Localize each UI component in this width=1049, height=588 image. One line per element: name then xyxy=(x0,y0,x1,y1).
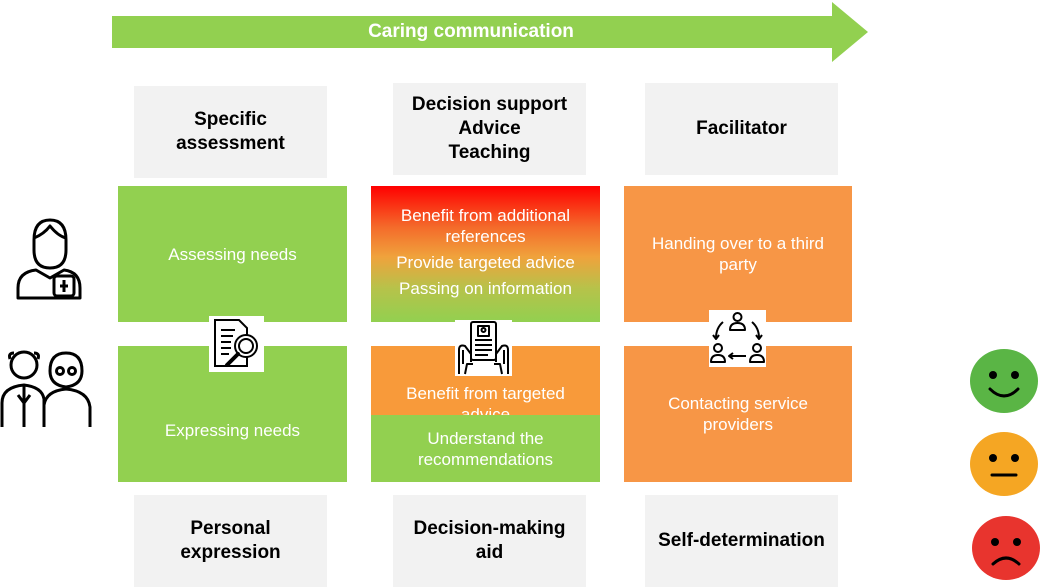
cell-text: Assessing needs xyxy=(168,244,297,264)
cell-assessing-needs: Assessing needs xyxy=(118,186,347,322)
healthcare-professional-icon xyxy=(16,218,82,300)
cell-text: party xyxy=(719,255,757,274)
header-line: Advice xyxy=(458,118,521,139)
footer-line: Personal xyxy=(190,518,271,539)
happy-face-icon xyxy=(970,349,1038,413)
arrow-label: Caring communication xyxy=(368,21,574,42)
cell-text: providers xyxy=(703,415,773,434)
network-cycle-icon xyxy=(710,312,765,363)
cell-benefit-targeted-advice: Benefit from targeted advice xyxy=(371,346,600,424)
header-specific-assessment: Specific assessment xyxy=(134,86,327,178)
tablet-profile-icon xyxy=(458,321,509,375)
cell-text: Benefit from additional xyxy=(400,206,571,225)
caring-communication-arrow xyxy=(112,2,868,62)
header-line: Teaching xyxy=(448,142,531,163)
footer-line: Decision-making xyxy=(413,518,566,539)
neutral-face-icon xyxy=(970,432,1038,496)
cell-text: Provide targeted advice xyxy=(396,253,575,272)
cell-text: recommendations xyxy=(417,449,554,469)
cell-text: Understand the xyxy=(427,428,544,448)
footer-line: Self-determination xyxy=(658,530,825,551)
footer-decision-making-aid: Decision-making aid xyxy=(393,495,586,587)
cell-text: Benefit from targeted xyxy=(406,384,565,403)
footer-line: aid xyxy=(475,542,504,563)
header-facilitator: Facilitator xyxy=(645,83,838,175)
header-line: assessment xyxy=(176,133,285,154)
footer-self-determination: Self-determination xyxy=(645,495,838,587)
sad-face-icon xyxy=(972,516,1040,580)
cell-text: references xyxy=(445,227,526,246)
cell-text: Contacting service xyxy=(668,394,808,413)
document-search-icon-frame xyxy=(209,316,264,372)
cell-handing-over: Handing over to a third party xyxy=(624,186,852,322)
footer-personal-expression: Personal expression xyxy=(134,495,327,587)
cell-text: Passing on information xyxy=(399,279,572,298)
header-line: Facilitator xyxy=(696,118,787,139)
elderly-couple-icon xyxy=(0,350,92,427)
tablet-profile-icon-frame xyxy=(455,320,512,376)
network-cycle-icon-frame xyxy=(709,310,766,367)
header-decision-support: Decision support Advice Teaching xyxy=(393,83,586,175)
cell-text: Expressing needs xyxy=(164,420,301,440)
cell-text: Handing over to a third xyxy=(652,234,824,253)
cell-understand-recommendations: Understand the recommendations xyxy=(371,415,600,482)
cell-contacting-providers: Contacting service providers xyxy=(624,346,852,482)
header-line: Specific xyxy=(194,109,267,130)
header-line: Decision support xyxy=(411,94,568,115)
cell-decision-support-professional: Benefit from additional references Provi… xyxy=(371,186,600,322)
footer-line: expression xyxy=(180,542,281,563)
document-search-icon xyxy=(214,319,258,367)
